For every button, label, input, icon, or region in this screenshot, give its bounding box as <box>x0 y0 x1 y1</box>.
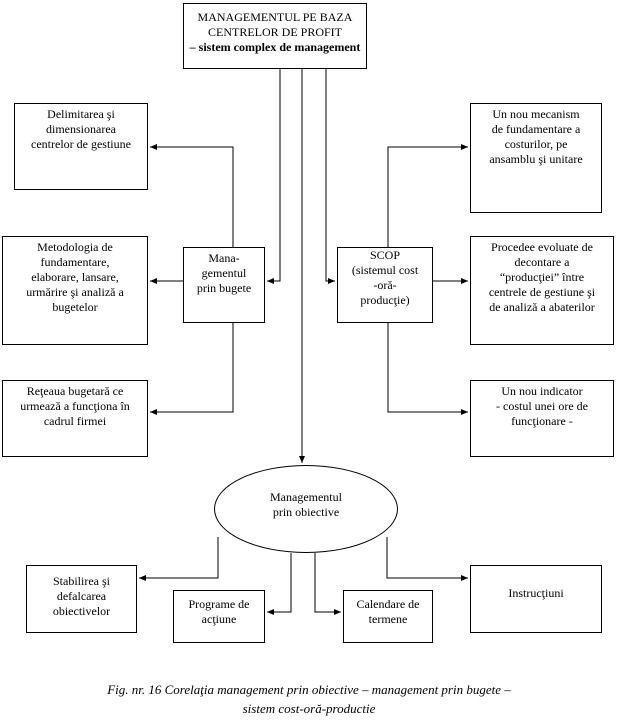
t: Instrucţiuni <box>508 586 564 600</box>
t: dimensionarea <box>46 122 116 136</box>
t: urmează a funcţiona în <box>20 399 130 413</box>
t: prin obiective <box>272 505 340 519</box>
t: decontare a <box>514 255 570 269</box>
top-box-profit-centers: MANAGEMENTUL PE BAZA CENTRELOR DE PROFIT… <box>183 3 367 69</box>
top-line-2: CENTRELOR DE PROFIT <box>207 25 342 39</box>
t: termene <box>368 612 408 626</box>
t: gementul <box>201 266 247 280</box>
scop-box: SCOP(sistemul cost-oră-producţie) <box>337 247 433 323</box>
t: Reţeaua bugetară ce <box>26 384 124 398</box>
t: -oră- <box>373 278 397 292</box>
caption-line-2: sistem cost-oră-productie <box>242 701 376 716</box>
t: producţie) <box>360 293 410 307</box>
t: - costul unei ore de <box>496 399 588 413</box>
t: Managementul <box>270 490 342 504</box>
t: Stabilirea şi <box>53 574 110 588</box>
t: Mana- <box>208 251 240 265</box>
t: elaborare, lansare, <box>31 270 119 284</box>
t: funcţionare - <box>511 414 573 428</box>
t: centrele de gestiune şi <box>488 285 596 299</box>
t: Delimitarea şi <box>47 107 115 121</box>
t: Calendare de <box>356 597 420 611</box>
t: obiectivelor <box>52 604 111 618</box>
t: fundamentare, <box>40 255 110 269</box>
t: prin bugete <box>196 281 252 295</box>
t: bugetelor <box>52 300 98 314</box>
t: defalcarea <box>56 589 107 603</box>
t: cadrul firmei <box>43 414 107 428</box>
t: SCOP <box>369 248 401 262</box>
t: acţiune <box>201 612 237 626</box>
caption-line-1: Fig. nr. 16 Corelaţia management prin ob… <box>107 682 511 697</box>
t: ansamblu şi unitare <box>489 152 583 166</box>
t: Programe de <box>188 597 250 611</box>
t: Un nou mecanism <box>492 107 580 121</box>
t: costurilor, pe <box>504 137 568 151</box>
t: de fundamentare a <box>491 122 581 136</box>
t: Metodologia de <box>37 240 113 254</box>
objectives-output-4: Instrucţiuni <box>470 565 602 633</box>
t: “producţiei” între <box>499 270 585 284</box>
top-line-3: – sistem complex de management <box>189 40 361 54</box>
t: de analiză a abaterilor <box>489 300 595 314</box>
top-line-1: MANAGEMENTUL PE BAZA <box>197 10 353 24</box>
t: Procedee evoluate de <box>491 240 593 254</box>
t: (sistemul cost <box>351 263 419 277</box>
t: Un nou indicator <box>501 384 583 398</box>
t: centrelor de gestiune <box>31 137 131 151</box>
t: urmărire şi analiză a <box>26 285 124 299</box>
